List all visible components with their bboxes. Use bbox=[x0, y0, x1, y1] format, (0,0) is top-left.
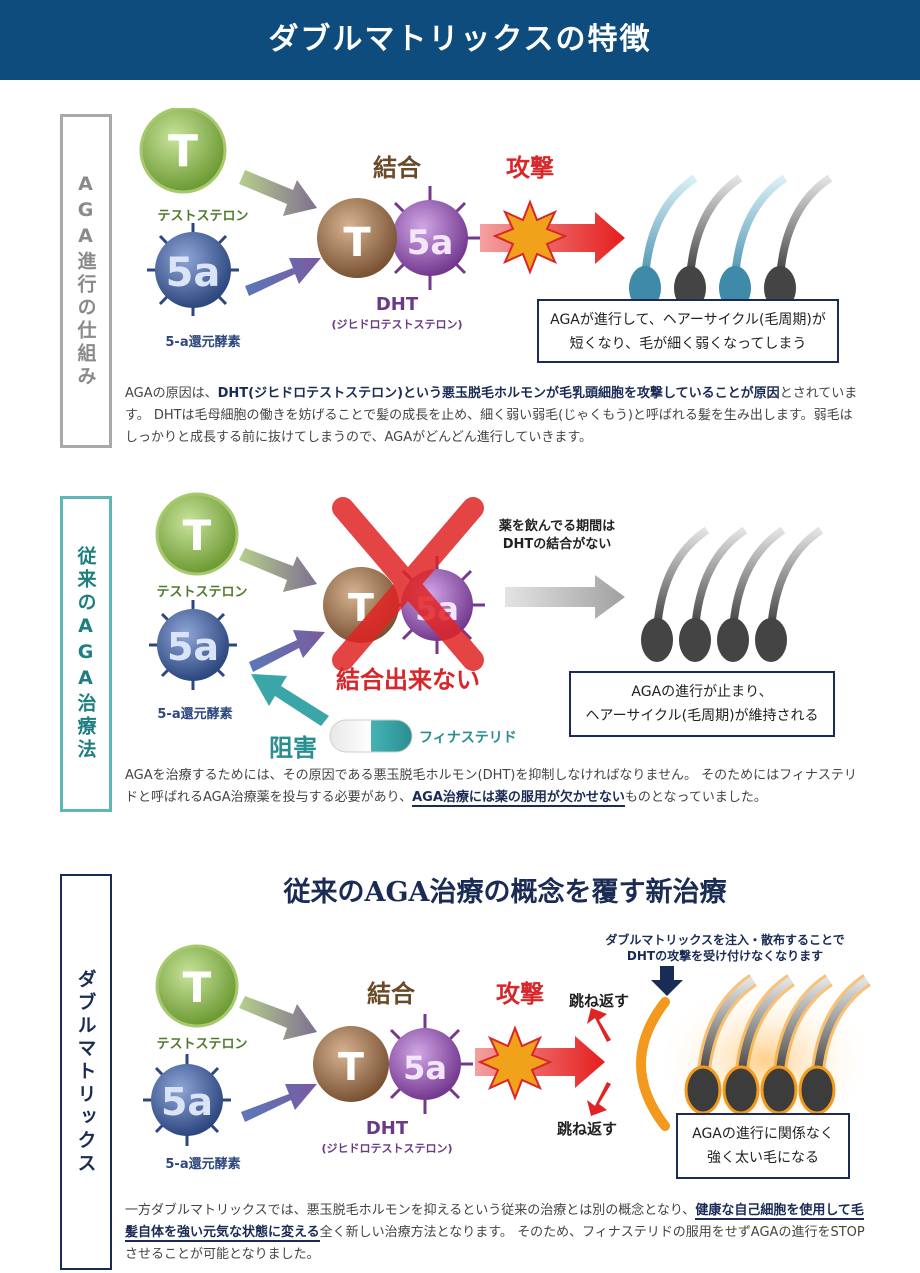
svg-text:5a: 5a bbox=[167, 625, 219, 669]
arrow-5a-to-dht bbox=[245, 258, 321, 296]
down-arrow-icon bbox=[651, 966, 683, 996]
dht-complex: T 5a bbox=[313, 1014, 473, 1114]
page-header: ダブルマトリックスの特徴 bbox=[0, 0, 920, 80]
injection-note-line2: DHTの攻撃を受け付けなくなります bbox=[627, 948, 823, 963]
side-label-double-matrix: ダブルマトリックス bbox=[60, 874, 112, 1270]
conventional-treatment-text: AGAを治療するためには、その原因である悪玉脱毛ホルモン(DHT)を抑制しなけれ… bbox=[125, 768, 857, 807]
attack-label: 攻撃 bbox=[496, 980, 544, 1008]
inhibition-label: 阻害 bbox=[269, 734, 317, 762]
attack-burst-icon bbox=[492, 199, 568, 275]
bind-label: 結合 bbox=[367, 980, 416, 1008]
dht-label: DHT bbox=[366, 1118, 409, 1139]
enzyme-virus: 5a bbox=[147, 223, 239, 316]
enzyme-virus: 5a bbox=[149, 600, 237, 690]
bounce-label-bottom: 跳ね返す bbox=[557, 1120, 617, 1138]
testosterone-label: テストステロン bbox=[156, 585, 247, 600]
section-conventional-treatment: 従来のAGA治療法 T テストステロン 5a 5-a還元酵素 bbox=[0, 460, 920, 840]
dht-t-symbol: T bbox=[343, 220, 371, 266]
hair-follicles-normal bbox=[641, 526, 824, 662]
testosterone-sphere: T bbox=[139, 108, 227, 194]
dht-complex: T 5a bbox=[317, 186, 480, 290]
strong-hair-note: AGAの進行に関係なく 強く太い毛になる bbox=[676, 1113, 850, 1179]
arrow-t-to-dht bbox=[239, 996, 317, 1040]
hair-follicles-weak bbox=[629, 174, 833, 310]
double-matrix-diagram: T テストステロン 5a 5-a還元酵素 結合 T 5a DHT (ジヒドロ bbox=[143, 932, 875, 1172]
attack-burst-icon bbox=[477, 1025, 553, 1101]
section-double-matrix: ダブルマトリックス 従来のAGA治療の概念を覆す新治療 T テストステロン 5a bbox=[0, 840, 920, 1273]
testosterone-sphere: T bbox=[155, 492, 239, 576]
svg-text:T: T bbox=[183, 511, 212, 560]
bounce-arrow-up bbox=[587, 1008, 611, 1042]
svg-text:5a: 5a bbox=[403, 1049, 447, 1087]
page-title: ダブルマトリックスの特徴 bbox=[268, 22, 652, 57]
arrow-t-to-dht bbox=[239, 170, 317, 216]
bounce-arrow-down bbox=[587, 1082, 611, 1116]
aga-mechanism-diagram: T テストステロン 5a 5-a還元酵素 結合 T 5a bbox=[139, 108, 833, 350]
enzyme-label: 5-a還元酵素 bbox=[165, 1156, 240, 1172]
enzyme-virus: 5a bbox=[143, 1054, 231, 1146]
dht-subtitle: (ジヒドロテストステロン) bbox=[321, 1142, 452, 1155]
cross-out-x-icon bbox=[332, 497, 484, 671]
injection-note-line1: ダブルマトリックスを注入・散布することで bbox=[605, 932, 844, 947]
bind-label: 結合 bbox=[373, 154, 422, 182]
enzyme-symbol: 5a bbox=[166, 250, 221, 296]
testosterone-label: テストステロン bbox=[157, 209, 248, 224]
cannot-bind-label: 結合出来ない bbox=[336, 666, 480, 694]
no-binding-note-line1: 薬を飲んでる期間は bbox=[498, 518, 615, 534]
arrow-5a-to-dht bbox=[249, 630, 325, 672]
conventional-treatment-diagram: T テストステロン 5a 5-a還元酵素 阻害 フィナステリド bbox=[149, 492, 824, 762]
testosterone-sphere: T bbox=[155, 944, 239, 1028]
svg-text:5a: 5a bbox=[161, 1080, 213, 1124]
finasteride-label: フィナステリド bbox=[419, 730, 517, 746]
enzyme-label: 5-a還元酵素 bbox=[157, 706, 232, 722]
side-label-aga-mechanism: AGA進行の仕組み bbox=[60, 114, 112, 448]
t-symbol: T bbox=[168, 126, 198, 177]
testosterone-label: テストステロン bbox=[156, 1037, 247, 1052]
dht-5a-symbol: 5a bbox=[407, 223, 454, 263]
grey-arrow bbox=[505, 575, 625, 619]
bounce-label-top: 跳ね返す bbox=[569, 992, 629, 1010]
arrow-t-to-dht bbox=[239, 548, 317, 592]
double-matrix-text: 一方ダブルマトリックスでは、悪玉脱毛ホルモンを抑えるという従来の治療とは別の概念… bbox=[125, 1203, 865, 1262]
side-label-conventional-treatment: 従来のAGA治療法 bbox=[60, 496, 112, 812]
hair-follicles-strong bbox=[655, 974, 875, 1140]
aga-mechanism-text: AGAの原因は、DHT(ジヒドロテストステロン)という悪玉脱毛ホルモンが毛乳頭細… bbox=[125, 386, 858, 445]
arrow-5a-to-dht bbox=[241, 1084, 317, 1122]
dht-subtitle: (ジヒドロテストステロン) bbox=[331, 318, 462, 331]
finasteride-capsule-icon bbox=[329, 719, 413, 753]
no-binding-note-line2: DHTの結合がない bbox=[503, 536, 612, 552]
protective-shield-arc bbox=[636, 997, 670, 1131]
new-treatment-headline: 従来のAGA治療の概念を覆す新治療 bbox=[283, 877, 727, 908]
progress-stopped-note: AGAの進行が止まり、 ヘアーサイクル(毛周期)が維持される bbox=[569, 671, 835, 737]
section-aga-mechanism: AGA進行の仕組み T テストステロン bbox=[0, 80, 920, 460]
aga-progress-note: AGAが進行して、ヘアーサイクル(毛周期)が 短くなり、毛が細く弱くなってしまう bbox=[537, 299, 839, 363]
svg-text:T: T bbox=[183, 963, 212, 1012]
attack-label: 攻撃 bbox=[506, 154, 554, 182]
dht-label: DHT bbox=[376, 294, 419, 315]
svg-text:T: T bbox=[338, 1045, 364, 1089]
enzyme-label: 5-a還元酵素 bbox=[165, 334, 240, 350]
inhibition-arrow bbox=[251, 674, 329, 726]
